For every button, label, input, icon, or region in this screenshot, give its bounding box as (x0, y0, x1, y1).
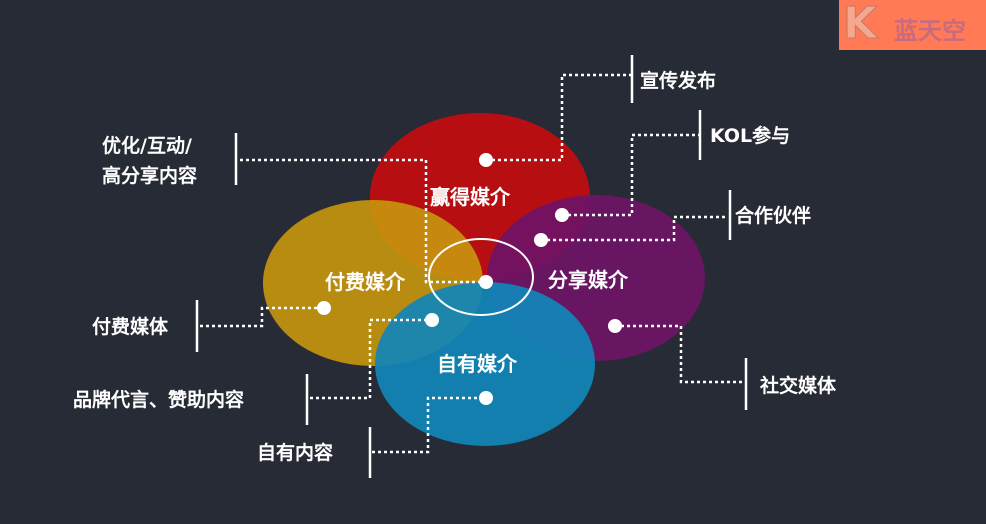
logo-letter: K (842, 0, 878, 50)
shared-media-label: 分享媒介 (548, 268, 629, 292)
label-publish: 宣传发布 (640, 69, 716, 92)
paid-media-label: 付费媒介 (325, 270, 406, 294)
earned-media-label: 赢得媒介 (430, 185, 511, 209)
label-bars (195, 55, 748, 478)
connector-lines (200, 73, 745, 454)
label-partner: 合作伙伴 (735, 204, 811, 227)
label-social: 社交媒体 (759, 374, 837, 397)
label-optimize-line1: 优化/互动/ (102, 134, 192, 157)
label-owned-content: 自有内容 (257, 441, 333, 464)
label-kol: KOL参与 (710, 124, 790, 147)
logo: K 蓝天空 (839, 0, 986, 50)
dots (317, 153, 622, 405)
center-ring (428, 238, 534, 316)
label-optimize-line2: 高分享内容 (102, 164, 197, 187)
label-paid-media: 付费媒体 (92, 315, 169, 338)
label-brand: 品牌代言、赞助内容 (73, 388, 244, 411)
owned-media-label: 自有媒介 (437, 352, 518, 376)
logo-name: 蓝天空 (894, 17, 966, 45)
